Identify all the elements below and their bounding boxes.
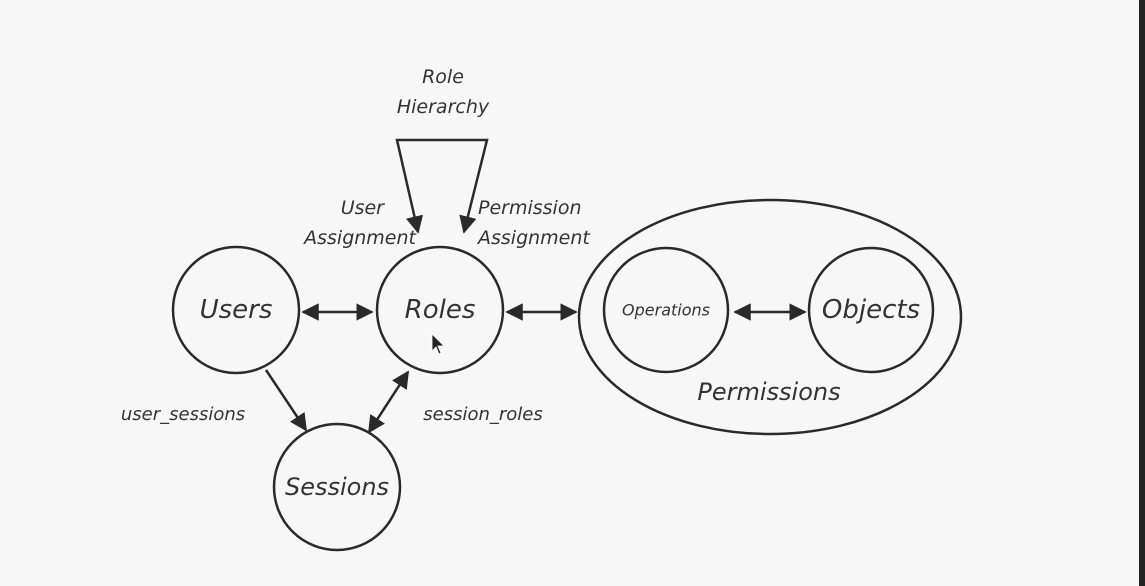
permission-assignment-line2: Assignment	[478, 227, 590, 249]
permission-assignment-label: Permission Assignment	[478, 193, 628, 253]
roles-node-label: Roles	[404, 295, 476, 325]
sessions-roles-edge	[367, 370, 410, 434]
objects-node-label: Objects	[821, 295, 921, 325]
sessions-node-label: Sessions	[284, 473, 390, 501]
role-hierarchy-line1: Role	[422, 66, 464, 88]
sessions-circle	[272, 422, 402, 552]
permissions-label: Permissions	[697, 378, 841, 406]
mouse-cursor-icon	[431, 333, 445, 355]
permission-assignment-line1: Permission	[478, 197, 582, 219]
screen-edge-bar	[1139, 0, 1145, 586]
users-circle	[171, 245, 301, 375]
user-assignment-line2: Assignment	[304, 227, 416, 249]
role-hierarchy-line2: Hierarchy	[396, 96, 490, 118]
operations-circle	[602, 246, 730, 374]
operations-node-label: Operations	[622, 300, 710, 320]
role-hierarchy-label: Role Hierarchy	[383, 62, 503, 122]
users-node-label: Users	[199, 295, 273, 325]
user-assignment-line1: User	[340, 197, 384, 219]
roles-circle	[375, 245, 505, 375]
user-sessions-label: user_sessions	[120, 404, 246, 425]
user-assignment-label: User Assignment	[276, 193, 416, 253]
role-hierarchy-loop	[395, 138, 489, 234]
session-roles-label: session_roles	[423, 404, 543, 425]
objects-circle	[807, 246, 935, 374]
permissions-ellipse	[577, 198, 963, 436]
users-sessions-edge	[264, 369, 308, 432]
